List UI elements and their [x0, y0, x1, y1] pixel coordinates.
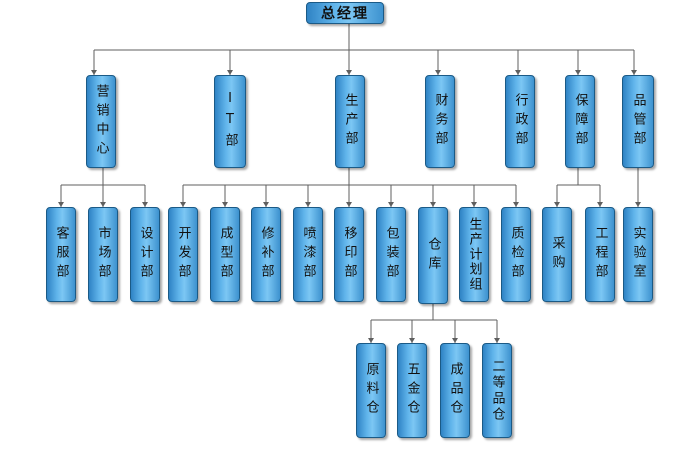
sub-dept-inspection: 质检部: [501, 207, 531, 302]
sub-dept-packaging: 包装部: [376, 207, 406, 302]
warehouse-label: 成品仓: [447, 362, 463, 419]
warehouse-label: 二等品仓: [489, 358, 505, 423]
sub-dept-label: 开发部: [175, 226, 191, 283]
sub-dept-market: 市场部: [88, 207, 118, 302]
sub-dept-production-planning: 生产计划组: [459, 207, 489, 302]
dept-label: IT部: [222, 91, 238, 152]
sub-dept-warehouse: 仓库: [418, 207, 448, 304]
dept-it: IT部: [214, 75, 246, 168]
dept-label: 财务部: [432, 93, 448, 150]
sub-dept-label: 修补部: [258, 226, 274, 283]
sub-dept-label: 包装部: [383, 226, 399, 283]
warehouse-hardware: 五金仓: [397, 343, 427, 438]
sub-dept-development: 开发部: [168, 207, 198, 302]
warehouse-finished-goods: 成品仓: [440, 343, 470, 438]
dept-label: 品管部: [630, 93, 646, 150]
dept-finance: 财务部: [425, 75, 455, 168]
sub-dept-label: 成型部: [217, 226, 233, 283]
sub-dept-design: 设计部: [130, 207, 160, 302]
sub-dept-label: 采购: [549, 235, 565, 274]
dept-marketing: 营销中心: [86, 75, 116, 168]
sub-dept-pad-printing: 移印部: [334, 207, 364, 302]
sub-dept-molding: 成型部: [210, 207, 240, 302]
root-label: 总经理: [321, 6, 369, 22]
sub-dept-label: 移印部: [341, 226, 357, 283]
sub-dept-label: 市场部: [95, 226, 111, 283]
sub-dept-procurement: 采购: [542, 207, 572, 302]
sub-dept-customer-service: 客服部: [46, 207, 76, 302]
warehouse-second-grade: 二等品仓: [482, 343, 512, 438]
sub-dept-painting: 喷漆部: [293, 207, 323, 302]
sub-dept-laboratory: 实验室: [623, 207, 653, 302]
warehouse-label: 五金仓: [404, 362, 420, 419]
sub-dept-label: 质检部: [508, 226, 524, 283]
sub-dept-label: 喷漆部: [300, 226, 316, 283]
warehouse-label: 原料仓: [363, 362, 379, 419]
sub-dept-label: 客服部: [53, 226, 69, 283]
dept-qc: 品管部: [622, 75, 654, 168]
warehouse-raw-material: 原料仓: [356, 343, 386, 438]
dept-support: 保障部: [565, 75, 595, 168]
sub-dept-label: 仓库: [425, 236, 441, 275]
root-node: 总经理: [306, 2, 384, 24]
dept-label: 行政部: [512, 93, 528, 150]
dept-label: 营销中心: [93, 83, 109, 160]
sub-dept-engineering: 工程部: [585, 207, 615, 302]
sub-dept-label: 实验室: [630, 226, 646, 283]
sub-dept-label: 生产计划组: [466, 217, 482, 292]
sub-dept-repair: 修补部: [251, 207, 281, 302]
sub-dept-label: 工程部: [592, 226, 608, 283]
dept-admin: 行政部: [505, 75, 535, 168]
sub-dept-label: 设计部: [137, 226, 153, 283]
dept-production: 生产部: [335, 75, 365, 168]
dept-label: 生产部: [342, 93, 358, 150]
dept-label: 保障部: [572, 93, 588, 150]
